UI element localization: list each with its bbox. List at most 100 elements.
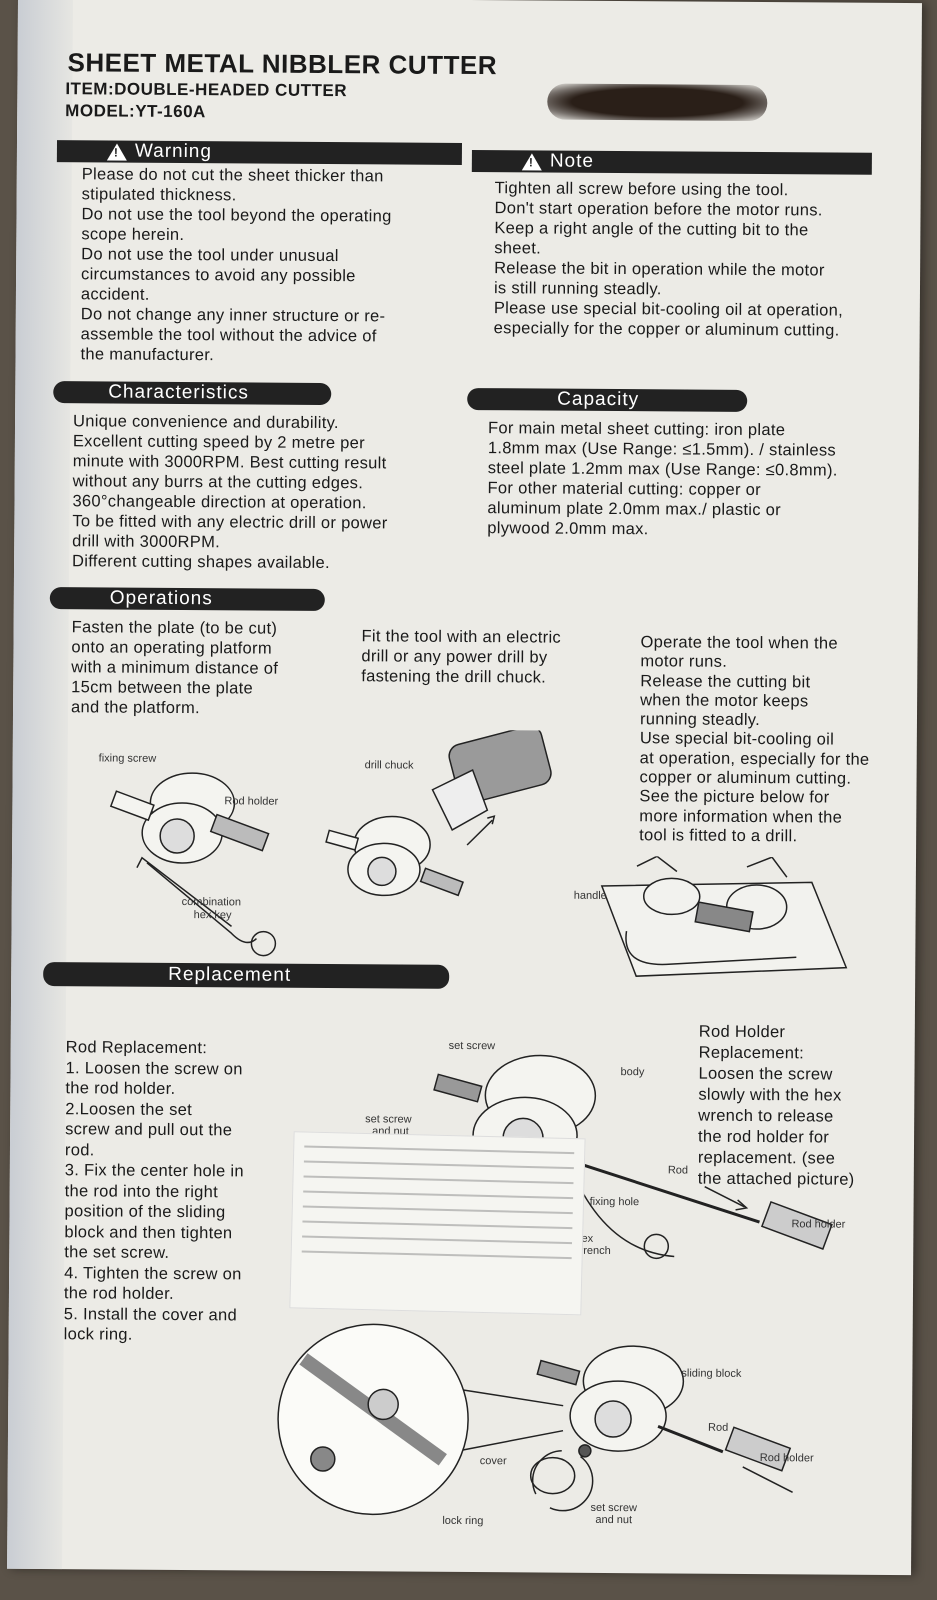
replacement-heading-bar: Replacement bbox=[43, 962, 450, 989]
hands-operating-figure bbox=[600, 855, 848, 977]
rod-replacement-text: Rod Replacement: 1. Loosen the screw on … bbox=[64, 1037, 296, 1346]
operations-line: 15cm between the plate bbox=[71, 678, 254, 698]
operations-line: motor runs. bbox=[640, 652, 728, 672]
warning-line: circumstances to avoid any possible bbox=[81, 265, 356, 286]
note-heading: Note bbox=[549, 150, 595, 172]
note-line: Don't start operation before the motor r… bbox=[494, 199, 823, 220]
operations-line: more information when the bbox=[639, 806, 843, 827]
operations-line: drill or any power drill by bbox=[361, 647, 548, 667]
operations-line: Fit the tool with an electric bbox=[361, 627, 562, 647]
tool-with-hex-key-figure bbox=[109, 772, 277, 957]
warning-line: accident. bbox=[80, 285, 150, 304]
rod-step: the rod into the right bbox=[64, 1181, 219, 1201]
operations-line: at operation, especially for the bbox=[639, 748, 870, 769]
operations-line: fastening the drill chuck. bbox=[361, 667, 547, 687]
drill-chuck-figure bbox=[325, 728, 552, 897]
rod-step: 3. Fix the center hole in bbox=[64, 1161, 244, 1181]
warning-heading: Warning bbox=[134, 140, 213, 163]
note-line: Release the bit in operation while the m… bbox=[494, 259, 825, 280]
characteristics-line: Excellent cutting speed by 2 metre per bbox=[72, 432, 366, 453]
warning-line: stipulated thickness. bbox=[81, 185, 237, 205]
warning-line: the manufacturer. bbox=[80, 345, 215, 365]
characteristics-line: without any burrs at the cutting edges. bbox=[72, 472, 364, 493]
rod-holder-label-3: Rod holder bbox=[759, 1452, 814, 1465]
operations-line: See the picture below for bbox=[639, 787, 830, 807]
lock-ring-label: lock ring bbox=[442, 1514, 484, 1528]
characteristics-line: 360°changeable direction at operation. bbox=[72, 492, 367, 513]
capacity-heading-bar: Capacity bbox=[467, 387, 748, 412]
warning-triangle-icon bbox=[106, 142, 127, 161]
cover-label: cover bbox=[479, 1455, 507, 1468]
capacity-line: For main metal sheet cutting: iron plate bbox=[487, 419, 786, 440]
replacement-heading: Replacement bbox=[168, 963, 292, 986]
fixing-hole-label: fixing hole bbox=[589, 1195, 640, 1209]
drill-chuck-label: drill chuck bbox=[364, 759, 414, 772]
operations-line: and the platform. bbox=[70, 698, 201, 718]
set-screw-label: set screw bbox=[448, 1039, 496, 1053]
warning-line: Please do not cut the sheet thicker than bbox=[81, 165, 384, 186]
rod-step: 5. Install the cover and bbox=[63, 1304, 238, 1324]
combination-label: combination bbox=[181, 896, 242, 909]
note-line: Tighten all screw before using the tool. bbox=[494, 179, 789, 200]
rod-label: Rod bbox=[667, 1164, 689, 1177]
rod-step: block and then tighten bbox=[64, 1222, 233, 1242]
rod-step: lock ring. bbox=[63, 1325, 133, 1344]
note-line: Keep a right angle of the cutting bit to… bbox=[494, 219, 809, 240]
rod-step: 2.Loosen the set bbox=[65, 1099, 193, 1119]
characteristics-line: Unique convenience and durability. bbox=[72, 412, 339, 433]
hex-key-label: hex key bbox=[193, 909, 232, 922]
rod-step: the set screw. bbox=[64, 1243, 170, 1262]
note-text: Tighten all screw before using the tool.… bbox=[494, 178, 885, 341]
item-line: ITEM:DOUBLE-HEADED CUTTER bbox=[65, 79, 348, 101]
note-line: Please use special bit-cooling oil at op… bbox=[493, 299, 844, 320]
rod-step: the rod holder. bbox=[65, 1079, 176, 1098]
characteristics-line: Different cutting shapes available. bbox=[72, 552, 330, 573]
note-line: is still running steadly. bbox=[493, 279, 662, 299]
rod-step: the rod holder. bbox=[63, 1284, 175, 1303]
warning-line: scope herein. bbox=[81, 225, 185, 245]
capacity-line: For other material cutting: copper or bbox=[487, 479, 762, 500]
operations-line: Operate the tool when the bbox=[640, 633, 838, 653]
note-heading-bar: Note bbox=[471, 150, 872, 175]
operations-line: Fasten the plate (to be cut) bbox=[71, 618, 278, 638]
operations-line: Release the cutting bit bbox=[640, 671, 811, 691]
characteristics-text: Unique convenience and durability. Excel… bbox=[72, 411, 473, 574]
handle-label: handle bbox=[573, 889, 607, 902]
operations-line: onto an operating platform bbox=[71, 638, 272, 658]
characteristics-heading: Characteristics bbox=[108, 381, 249, 404]
operations-col3: Operate the tool when the motor runs. Re… bbox=[639, 633, 910, 847]
rod-step: rod. bbox=[64, 1140, 95, 1159]
rod-step: 1. Loosen the screw on bbox=[65, 1058, 243, 1078]
and-nut-label-2: and nut bbox=[595, 1513, 633, 1527]
note-line: sheet. bbox=[494, 239, 542, 258]
operations-line: running steadly. bbox=[639, 710, 761, 730]
characteristics-line: drill with 3000RPM. bbox=[72, 532, 221, 552]
sliding-block-detail-figure bbox=[277, 1323, 793, 1516]
warning-heading-bar: Warning bbox=[56, 140, 463, 165]
thai-label-sticker bbox=[289, 1131, 586, 1316]
operations-heading-bar: Operations bbox=[49, 587, 325, 612]
rod-label-2: Rod bbox=[707, 1421, 729, 1434]
set-screw-label-2: set screw bbox=[590, 1501, 637, 1515]
rod-holder-label-2: Rod holder bbox=[791, 1218, 846, 1231]
ink-smudge bbox=[547, 83, 768, 122]
warning-line: assemble the tool without the advice of bbox=[80, 325, 377, 346]
note-line: especially for the copper or aluminum cu… bbox=[493, 319, 840, 340]
warning-line: Do not use the tool beyond the operating bbox=[81, 205, 392, 226]
rod-holder-label: Rod holder bbox=[224, 795, 279, 808]
sliding-block-label: sliding block bbox=[681, 1367, 742, 1380]
rod-step: position of the sliding bbox=[64, 1202, 226, 1222]
rod-step: screw and pull out the bbox=[65, 1120, 233, 1140]
capacity-text: For main metal sheet cutting: iron plate… bbox=[487, 418, 898, 541]
characteristics-line: minute with 3000RPM. Best cutting result bbox=[72, 452, 387, 473]
operations-col2: Fit the tool with an electric drill or a… bbox=[361, 626, 621, 688]
warning-line: Do not change any inner structure or re- bbox=[80, 305, 386, 326]
capacity-line: steel plate 1.2mm max (Use Range: ≤0.8mm… bbox=[487, 459, 838, 480]
fixing-screw-label: fixing screw bbox=[98, 752, 157, 765]
instruction-sheet: SHEET METAL NIBBLER CUTTER ITEM:DOUBLE-H… bbox=[7, 0, 922, 1576]
capacity-line: plywood 2.0mm max. bbox=[487, 519, 649, 539]
set-screw-and-nut-label-1: set screw bbox=[365, 1113, 412, 1126]
warning-line: Do not use the tool under unusual bbox=[81, 245, 339, 266]
operations-col1: Fasten the plate (to be cut) onto an ope… bbox=[71, 617, 342, 719]
note-triangle-icon bbox=[521, 152, 542, 171]
